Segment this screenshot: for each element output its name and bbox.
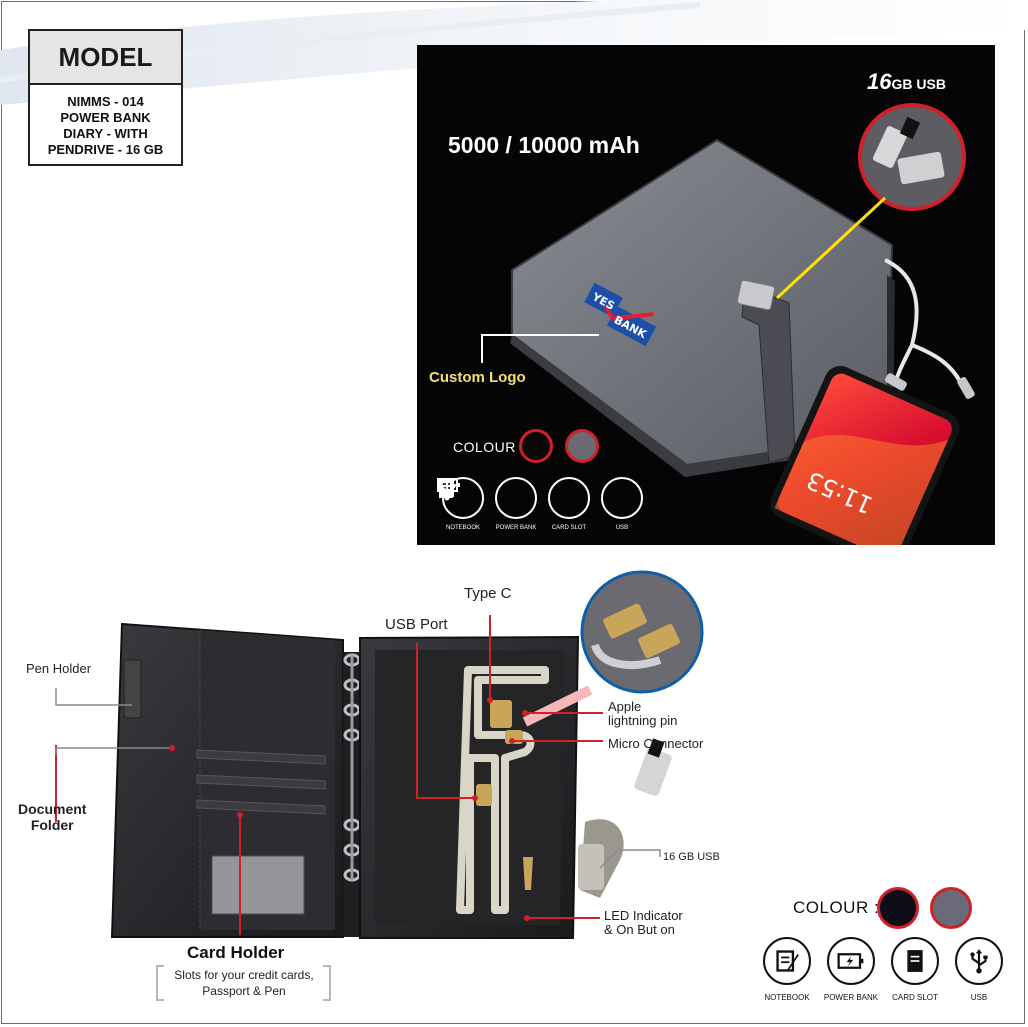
bottom-colour-label: COLOUR :: [793, 898, 880, 917]
usb-unit: GB USB: [891, 76, 946, 92]
feature-label: NOTEBOOK: [445, 525, 480, 531]
document-folder-label: Document Folder: [18, 801, 86, 833]
card-holder-label: Card Holder: [187, 943, 285, 962]
card-holder-desc-line: Passport & Pen: [202, 984, 286, 998]
card-holder-description: Slots for your credit cards, Passport & …: [161, 967, 327, 999]
usb-16gb-label: 16 GB USB: [663, 851, 720, 863]
usb-size: 16: [867, 69, 892, 94]
micro-connector-label: Micro Connector: [608, 736, 704, 751]
smartphone: 11:53: [770, 366, 960, 545]
hero-feature-icons: NOTEBOOK POWER BANK CARD SLOT USB: [437, 477, 648, 531]
usb-clasp: [736, 279, 776, 311]
feature-usb: USB: [950, 937, 1008, 1002]
apple-line: lightning pin: [608, 713, 678, 728]
usb-size-label: 16GB USB: [867, 69, 946, 95]
hero-colour-label: COLOUR :: [453, 439, 525, 455]
card-holder-desc-line: Slots for your credit cards,: [174, 968, 314, 982]
colour-swatch-grey[interactable]: [565, 429, 599, 463]
model-line: PENDRIVE - 16 GB: [47, 142, 164, 157]
usb-icon: [970, 949, 988, 974]
feature-label: NOTEBOOK: [764, 993, 810, 1002]
usb-port-label: USB Port: [385, 616, 448, 633]
feature-card-slot: CARD SLOT: [886, 937, 944, 1002]
feature-power-bank: POWER BANK: [822, 937, 880, 1002]
power-bank-icon: [837, 953, 864, 969]
open-diary-diagram: [55, 570, 704, 1001]
hero-illustration: YES BANK 11:53: [481, 103, 975, 545]
feature-power-bank: POWER BANK: [437, 477, 542, 531]
model-line: NIMMS - 014: [67, 94, 144, 109]
model-description: NIMMS - 014 POWER BANK DIARY - WITH PEND…: [30, 85, 181, 158]
feature-label: CARD SLOT: [892, 993, 938, 1002]
model-line: DIARY - WITH: [63, 126, 148, 141]
model-box: MODEL NIMMS - 014 POWER BANK DIARY - WIT…: [28, 29, 183, 166]
document-folder-line: Folder: [30, 817, 74, 833]
custom-logo-label: Custom Logo: [429, 369, 526, 386]
capacity-label: 5000 / 10000 mAh: [448, 132, 640, 158]
led-indicator-label: LED Indicator & On But on: [604, 909, 683, 937]
led-line: LED Indicator: [604, 908, 683, 923]
feature-label: POWER BANK: [495, 525, 537, 531]
cable-channel: [456, 666, 549, 914]
pen-holder-label: Pen Holder: [26, 661, 92, 676]
led-line: & On But on: [604, 922, 675, 937]
feature-card-slot: CARD SLOT: [439, 477, 595, 531]
connector-zoom: [580, 570, 704, 694]
feature-usb: USB: [439, 477, 648, 531]
type-c-label: Type C: [464, 585, 512, 602]
diary-strap: [741, 284, 796, 464]
feature-notebook: NOTEBOOK: [758, 937, 816, 1002]
apple-line: Apple: [608, 699, 642, 714]
colour-swatch-black[interactable]: [519, 429, 553, 463]
hero-photo: YES BANK 11:53 5000 / 10000 mAh 16GB USB…: [417, 45, 995, 545]
notebook-icon: [776, 950, 799, 972]
apple-lightning-label: Apple lightning pin: [608, 700, 677, 728]
colour-swatch-grey[interactable]: [930, 887, 972, 929]
colour-swatch-black[interactable]: [877, 887, 919, 929]
usb-icon: [439, 478, 455, 501]
feature-label: USB: [970, 993, 988, 1002]
card-slot-icon: [907, 950, 923, 972]
feature-label: CARD SLOT: [551, 525, 587, 531]
feature-label: USB: [615, 525, 629, 531]
model-heading: MODEL: [30, 31, 181, 85]
model-line: POWER BANK: [60, 110, 151, 125]
document-folder-line: Document: [18, 801, 87, 817]
bottom-feature-icons: NOTEBOOK POWER BANK CARD SLOT USB: [758, 937, 1008, 1002]
feature-label: POWER BANK: [823, 993, 879, 1002]
passport-window: [211, 855, 305, 915]
